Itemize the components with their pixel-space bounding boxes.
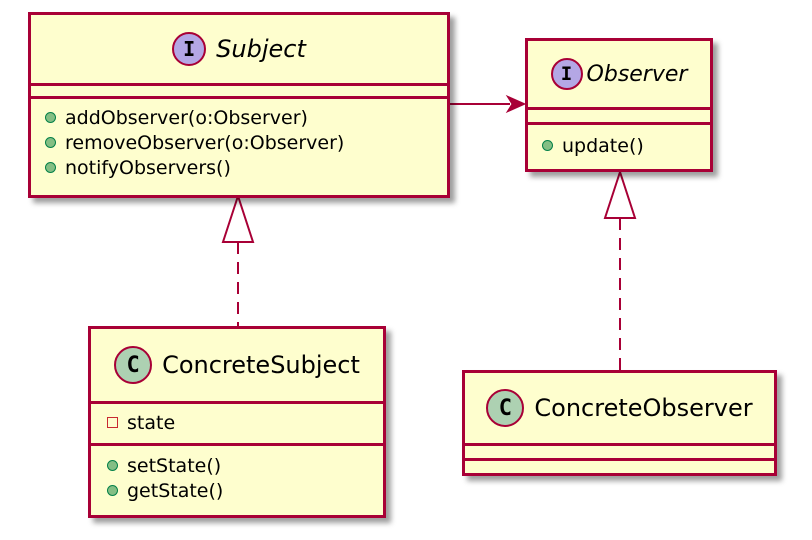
attribute-separator [31, 83, 447, 86]
method-item: update() [542, 133, 710, 158]
method-separator [91, 443, 383, 446]
observer-header: I Observer [528, 41, 710, 107]
concrete-observer-header: C ConcreteObserver [465, 373, 774, 443]
field-item: state [107, 410, 383, 435]
public-method-icon [542, 140, 553, 151]
public-method-icon [45, 112, 56, 123]
public-method-icon [45, 137, 56, 148]
method-separator [465, 458, 774, 461]
concrete-observer-name: ConcreteObserver [534, 394, 753, 422]
method-item: getState() [107, 478, 383, 503]
public-method-icon [45, 162, 56, 173]
public-method-icon [107, 460, 118, 471]
subject-interface[interactable]: I Subject addObserver(o:Observer) remove… [28, 12, 450, 198]
concrete-subject-name: ConcreteSubject [162, 351, 360, 379]
concrete-subject-header: C ConcreteSubject [91, 329, 383, 401]
observer-attributes [528, 110, 710, 122]
method-item: notifyObservers() [45, 155, 447, 180]
attribute-separator [465, 443, 774, 446]
method-label: setState() [127, 454, 222, 477]
concrete-subject-class[interactable]: C ConcreteSubject state setState() getSt… [88, 326, 386, 518]
method-label: notifyObservers() [65, 156, 231, 179]
public-method-icon [107, 485, 118, 496]
subject-methods: addObserver(o:Observer) removeObserver(o… [31, 99, 447, 180]
interface-icon: I [550, 58, 583, 90]
concrete-subject-attributes: state [91, 404, 383, 443]
association-arrowhead [505, 94, 527, 114]
subject-header: I Subject [31, 15, 447, 83]
method-label: removeObserver(o:Observer) [65, 131, 345, 154]
method-item: addObserver(o:Observer) [45, 105, 447, 130]
method-item: setState() [107, 453, 383, 478]
method-label: update() [562, 134, 644, 157]
class-icon: C [114, 346, 153, 384]
observer-interface[interactable]: I Observer update() [525, 38, 713, 172]
method-separator [528, 122, 710, 125]
method-label: getState() [127, 479, 224, 502]
method-item: removeObserver(o:Observer) [45, 130, 447, 155]
field-label: state [127, 411, 176, 434]
interface-icon: I [172, 32, 207, 66]
method-separator [31, 96, 447, 99]
observer-name: Observer [586, 61, 688, 87]
realization-arrowhead-observer [603, 168, 637, 219]
attribute-separator [91, 401, 383, 404]
class-icon: C [486, 389, 525, 427]
observer-methods: update() [528, 125, 710, 158]
concrete-observer-attributes [465, 446, 774, 458]
subject-name: Subject [216, 35, 306, 63]
concrete-subject-methods: setState() getState() [91, 446, 383, 503]
concrete-observer-methods [465, 461, 774, 473]
realization-arrowhead-subject [221, 192, 255, 243]
private-field-icon [107, 417, 118, 428]
concrete-observer-class[interactable]: C ConcreteObserver [462, 370, 777, 476]
attribute-separator [528, 107, 710, 110]
subject-attributes [31, 86, 447, 96]
method-label: addObserver(o:Observer) [65, 106, 308, 129]
